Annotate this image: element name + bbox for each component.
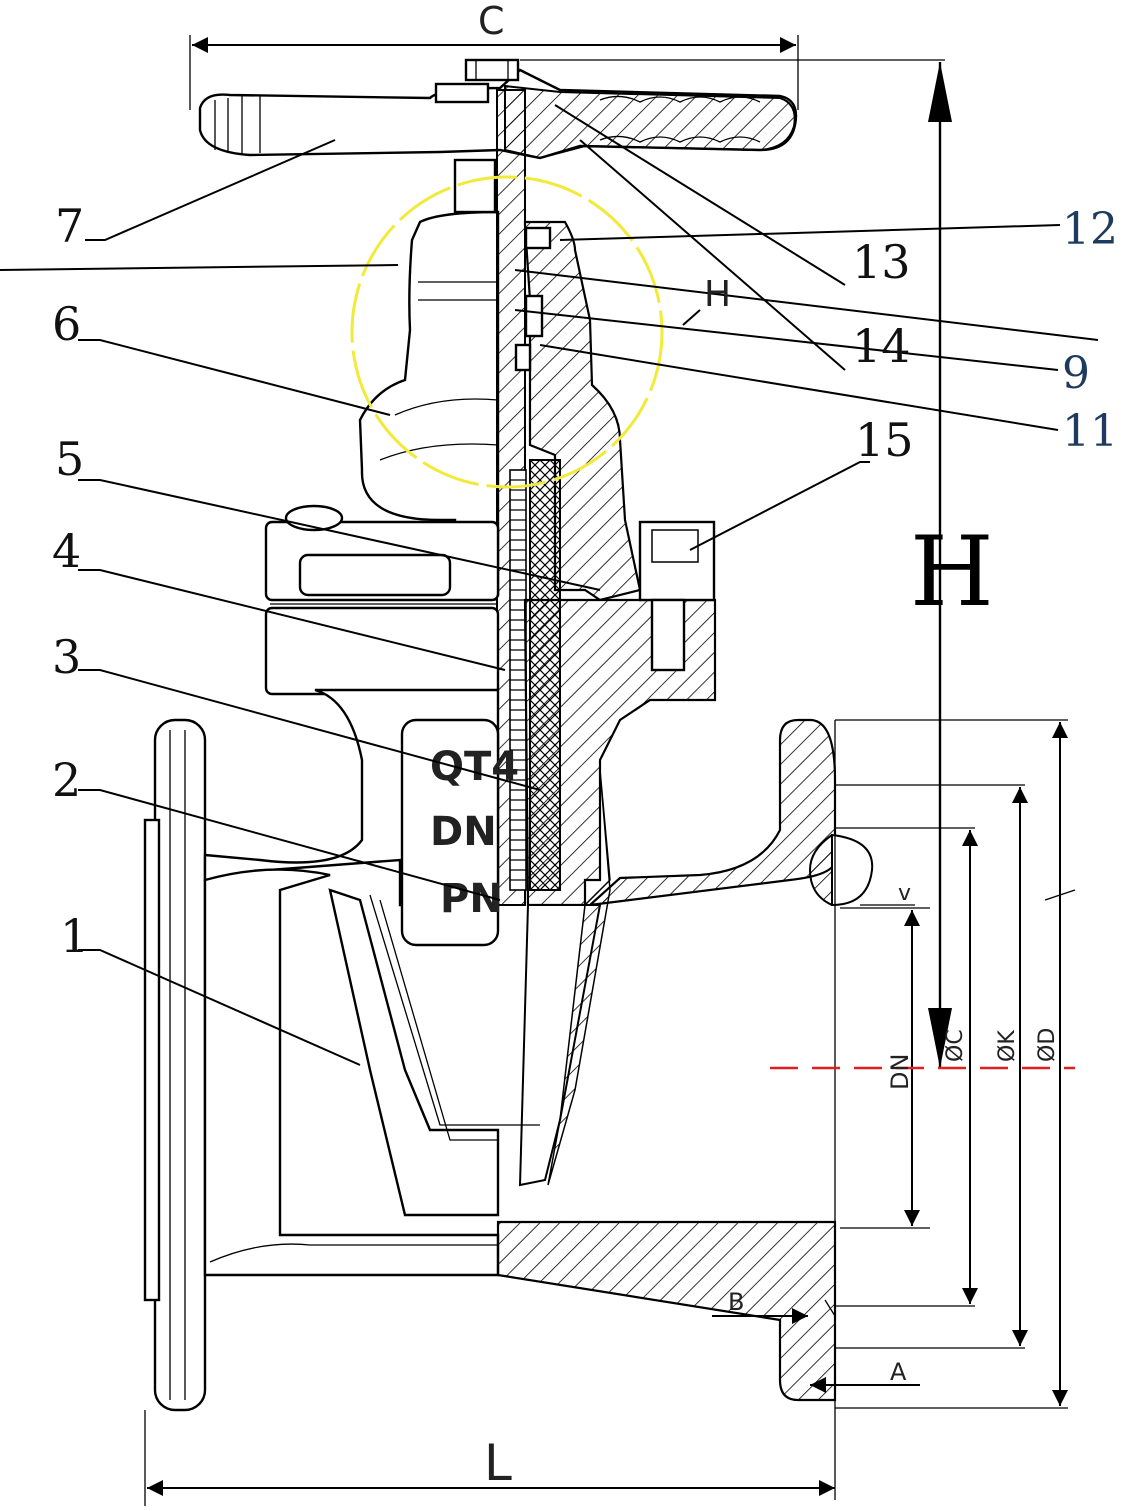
valve-body	[143, 688, 874, 1500]
label-part-13: 13	[852, 235, 911, 289]
dimension-labels: C H H L B A v DN ØC ØK ØD	[478, 0, 1060, 1492]
dim-od-label: ØD	[1035, 1028, 1060, 1062]
dim-b-label: B	[728, 1288, 744, 1316]
label-part-2: 2	[52, 753, 81, 807]
dim-v-label: v	[898, 881, 911, 906]
dim-h-small-label: H	[704, 274, 731, 315]
label-part-6: 6	[52, 297, 81, 351]
label-part-9: 9	[1062, 348, 1090, 399]
bonnet-flange	[264, 504, 717, 907]
label-part-4: 4	[52, 524, 81, 578]
dim-oc-label: ØC	[943, 1029, 968, 1062]
label-part-14: 14	[852, 319, 911, 373]
dim-l-label: L	[484, 1434, 512, 1492]
label-part-1: 1	[60, 909, 89, 963]
dim-a-label: A	[890, 1358, 907, 1386]
dimension-lines	[144, 35, 1076, 1506]
label-part-12: 12	[1062, 204, 1118, 255]
dim-h-large-label: H	[910, 516, 994, 628]
label-part-7: 7	[55, 199, 84, 253]
label-part-15: 15	[855, 413, 914, 467]
casting-material-mark: QT4	[430, 744, 519, 790]
detail-highlight-circle	[350, 175, 664, 489]
casting-size-mark: DN	[430, 809, 497, 855]
dim-dn-label: DN	[886, 1054, 914, 1090]
casting-pressure-mark: PN	[440, 876, 503, 922]
label-part-5: 5	[55, 432, 84, 486]
label-part-11: 11	[1062, 406, 1118, 457]
label-part-3: 3	[52, 630, 81, 684]
dim-ok-label: ØK	[995, 1030, 1020, 1062]
dim-c-label: C	[478, 0, 505, 43]
part-number-labels: 7 6 5 4 3 2 1 12 13 14 9 11 15	[52, 199, 1118, 963]
leader-lines	[0, 104, 1099, 1066]
